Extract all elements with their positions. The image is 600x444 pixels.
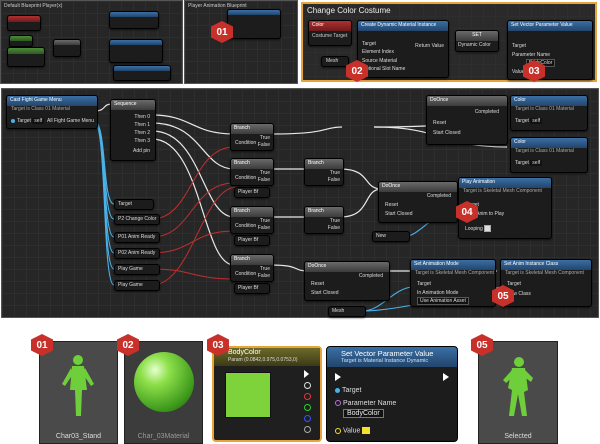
function-node[interactable] — [7, 47, 45, 67]
badge-05: 05 — [492, 285, 514, 307]
value-pin[interactable]: Value — [335, 427, 371, 434]
badge-04: 04 — [456, 201, 478, 223]
player-getter-1[interactable]: Player Bf — [234, 187, 270, 198]
set-node[interactable]: SET Dynamic Color — [455, 30, 499, 52]
branch-node-5[interactable]: Branch True False — [304, 158, 344, 186]
exec-out-pin[interactable] — [443, 373, 449, 381]
target-getter-5[interactable]: Play Game — [114, 264, 160, 275]
badge-05-bottom: 05 — [471, 334, 493, 356]
doonce-node-2[interactable]: DoOnce Completed Reset Start Closed — [378, 181, 458, 223]
player-getter-3[interactable]: Player Bf — [234, 283, 270, 294]
param-name-pin[interactable]: Parameter Name — [335, 400, 396, 407]
input-node[interactable] — [9, 35, 33, 47]
target-getter-6[interactable]: Play Game — [114, 280, 160, 291]
color-node-2[interactable]: Color Target is Class 01 Material Target… — [510, 137, 588, 173]
thumbnail-selected[interactable]: Selected — [478, 341, 558, 444]
graph-pane-left: Default Blueprint Player(x) — [0, 0, 183, 84]
doonce-node-1[interactable]: DoOnce Completed Reset Start Closed — [426, 95, 508, 145]
color-node[interactable]: Color Costume Target — [308, 20, 352, 46]
pane-title: Player Animation Blueprint — [188, 3, 247, 9]
thumbnail-material[interactable]: Char_03Material — [124, 341, 203, 444]
param-name-field[interactable]: BodyColor — [343, 409, 384, 418]
target-getter-1[interactable]: Target — [114, 199, 154, 210]
branch-node-6[interactable]: Branch True False — [304, 206, 344, 234]
set-vector-param-node-large[interactable]: Set Vector Parameter Value Target is Mat… — [326, 346, 458, 442]
looping-checkbox[interactable] — [484, 225, 492, 232]
event-node-main[interactable]: Cast Fight Game Menu Target is Class 01 … — [6, 95, 98, 129]
branch-node-3[interactable]: Branch Condition True False — [230, 206, 274, 234]
color-node-1[interactable]: Color Target is Class 01 Material Target… — [510, 95, 588, 131]
exec-in-pin[interactable] — [335, 373, 341, 381]
set-node-small[interactable] — [109, 39, 163, 63]
character-figure-icon — [503, 357, 533, 416]
branch-node-small[interactable] — [53, 39, 81, 57]
main-graph: Cast Fight Game Menu Target is Class 01 … — [1, 88, 599, 318]
anim-node[interactable] — [227, 9, 281, 39]
cast-node-small[interactable] — [109, 11, 159, 29]
target-pin[interactable]: Target — [335, 387, 361, 394]
set-anim-mode-node[interactable]: Set Animation Mode Target is Skeletal Me… — [410, 259, 496, 307]
badge-01: 01 — [211, 21, 233, 43]
set-vector-param-node[interactable]: Set Vector Parameter Value Target Parame… — [507, 20, 593, 80]
target-getter-2[interactable]: P2 Change Color — [114, 214, 160, 225]
badge-01-bottom: 01 — [31, 334, 53, 356]
output-pins — [304, 370, 316, 433]
create-dynamic-material-node[interactable]: Create Dynamic Material Instance Target … — [357, 20, 449, 78]
value-color-swatch[interactable] — [362, 427, 371, 434]
thumbnail-char-stand[interactable]: Char03_Stand — [39, 341, 118, 444]
mesh-getter[interactable]: Mesh — [321, 56, 349, 67]
badge-03-bottom: 03 — [207, 334, 229, 356]
badge-03: 03 — [523, 60, 545, 82]
sequence-node[interactable]: Sequence Then 0 Then 1 Then 2 Then 3 Add… — [110, 99, 156, 161]
doonce-node-3[interactable]: DoOnce Completed Reset Start Closed — [304, 261, 390, 301]
character-figure-icon — [62, 355, 94, 416]
call-node-small[interactable] — [113, 65, 171, 81]
badge-02: 02 — [346, 60, 368, 82]
panel-title: Change Color Costume — [307, 6, 391, 15]
graph-pane-middle: Player Animation Blueprint — [184, 0, 298, 84]
color-swatch — [225, 372, 271, 418]
event-node[interactable] — [7, 15, 41, 31]
material-sphere — [134, 352, 194, 412]
branch-node-2[interactable]: Branch Condition True False — [230, 158, 274, 186]
target-getter-3[interactable]: P01 Anim Ready — [114, 232, 160, 243]
change-color-panel: Change Color Costume Color Costume Targe… — [301, 2, 597, 82]
new-getter[interactable]: New — [372, 231, 410, 242]
body-color-param-node[interactable]: BodyColor Param (0.0842,0.975,0.0753,0) — [212, 346, 322, 442]
pane-title: Default Blueprint Player(x) — [4, 3, 63, 9]
player-getter-2[interactable]: Player Bf — [234, 235, 270, 246]
target-getter-4[interactable]: P02 Anim Ready — [114, 248, 160, 259]
badge-02-bottom: 02 — [117, 334, 139, 356]
set-anim-class-node[interactable]: Set Anim Instance Class Target is Skelet… — [500, 259, 592, 307]
mesh-getter-main[interactable]: Mesh — [328, 306, 366, 317]
branch-node-1[interactable]: Branch Condition True False — [230, 123, 274, 151]
branch-node-4[interactable]: Branch Condition True False — [230, 254, 274, 282]
